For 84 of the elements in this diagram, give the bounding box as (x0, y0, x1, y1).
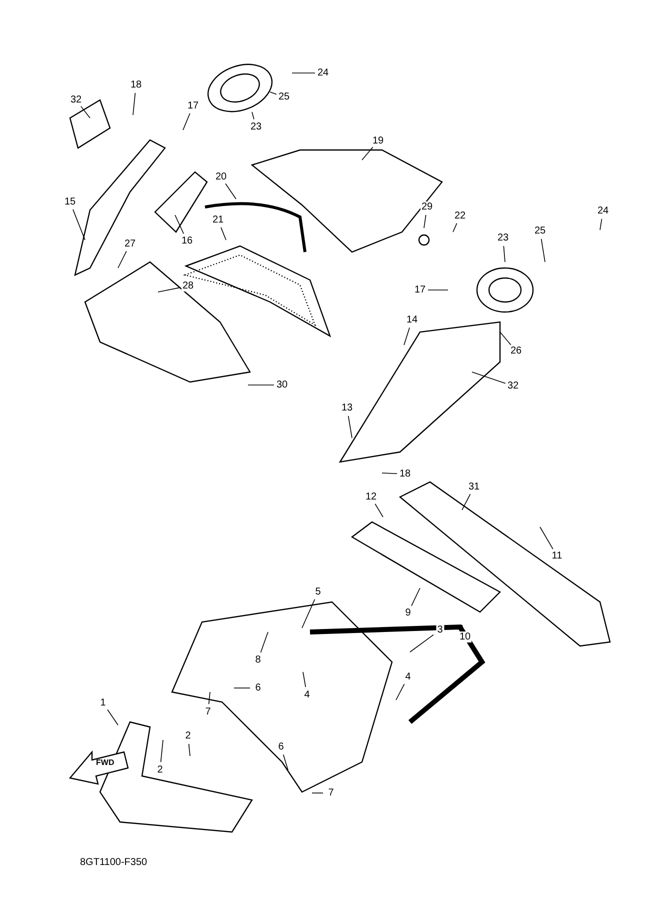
callout-number: 5 (315, 586, 321, 598)
leader-line (260, 632, 268, 653)
callout-number: 3 (437, 624, 443, 636)
leader-line (411, 588, 420, 606)
leader-line (302, 598, 316, 628)
callout-number: 28 (182, 280, 194, 292)
leader-line (540, 526, 554, 550)
leader-line (160, 740, 164, 762)
leader-line (132, 92, 136, 116)
callout-number: 17 (187, 100, 199, 112)
leader-line (208, 692, 210, 704)
callout-number: 31 (468, 482, 480, 492)
leader-line (107, 709, 118, 726)
callout-number: 18 (399, 468, 411, 480)
callout-number: 21 (212, 214, 224, 226)
callout-number: 15 (64, 196, 76, 208)
leader-line (248, 384, 274, 386)
callout-number: 27 (124, 238, 136, 250)
callout-number: 6 (255, 682, 261, 694)
callout-number: 7 (205, 706, 211, 718)
callout-number: 4 (304, 690, 310, 700)
leader-line (462, 624, 464, 630)
callout-number: 32 (507, 380, 519, 392)
leader-line (72, 209, 86, 240)
leader-line (424, 214, 426, 228)
leader-line (500, 332, 512, 346)
leader-line (220, 227, 226, 240)
callout-number: 24 (317, 68, 329, 78)
leader-line (348, 416, 352, 438)
leader-line (540, 238, 546, 262)
callout-number: 25 (278, 92, 290, 102)
callout-number: 30 (276, 380, 288, 390)
callout-number: 4 (405, 672, 411, 682)
leader-line (174, 214, 184, 234)
callout-number: 7 (328, 788, 334, 798)
leader-line (462, 494, 471, 510)
callout-number: 26 (510, 346, 522, 356)
leader-line (404, 327, 410, 346)
leader-line (118, 250, 127, 268)
leader-line (80, 106, 90, 118)
callout-number: 22 (454, 210, 466, 222)
callout-number: 6 (278, 742, 284, 752)
callout-number: 13 (341, 402, 353, 414)
leader-line (410, 634, 434, 652)
leader-line (374, 503, 384, 518)
leader-line (472, 372, 506, 384)
callout-number: 9 (405, 608, 411, 618)
callout-number: 18 (130, 80, 142, 90)
leader-line (292, 72, 316, 74)
callout-number: 29 (421, 202, 433, 212)
callout-number: 25 (534, 226, 546, 236)
leader-line (382, 472, 398, 474)
leader-line (600, 218, 602, 230)
callout-number: 2 (185, 730, 191, 742)
leader-line (270, 92, 277, 95)
callout-number: 1 (100, 698, 106, 708)
callout-number: 20 (215, 172, 227, 182)
callout-number: 32 (70, 94, 82, 106)
leader-line (188, 744, 190, 756)
direction-label: FWD (96, 758, 114, 767)
callout-number: 23 (497, 232, 509, 244)
callout-number: 23 (250, 122, 262, 132)
leader-line (252, 112, 254, 120)
callout-number: 12 (365, 492, 377, 502)
callout-number: 8 (255, 654, 261, 666)
leader-line (503, 246, 506, 262)
leader-line (362, 146, 374, 160)
callout-number: 17 (414, 284, 426, 296)
callout-number: 10 (459, 632, 471, 642)
callout-number: 19 (372, 136, 384, 146)
leader-line (302, 672, 306, 688)
callout-number: 24 (597, 206, 609, 216)
leader-line (225, 183, 236, 200)
leader-line (282, 754, 288, 770)
leader-line (312, 792, 324, 794)
leader-line (182, 112, 190, 130)
callout-number: 16 (181, 236, 193, 246)
leader-line (452, 222, 458, 232)
leader-line (158, 287, 181, 292)
leader-line (396, 684, 405, 700)
callout-number: 11 (552, 550, 562, 562)
callout-number: 14 (406, 314, 418, 326)
callout-number: 2 (157, 764, 163, 776)
drawing-code: 8GT1100-F350 (80, 856, 148, 870)
